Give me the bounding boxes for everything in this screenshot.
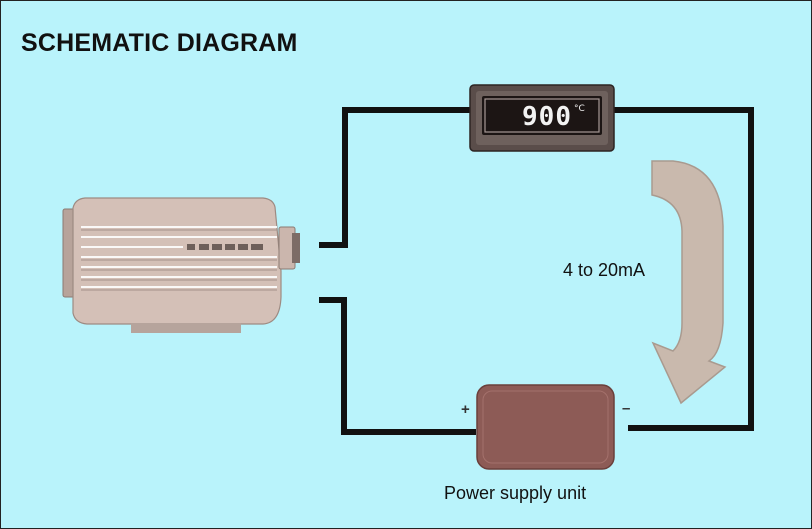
- display-unit: °C: [574, 104, 585, 114]
- temperature-sensor: [62, 197, 300, 333]
- psu-minus-terminal: –: [622, 400, 631, 417]
- wire-display-to-psu: [614, 107, 754, 431]
- wire-sensor-to-psu: [319, 297, 476, 435]
- current-flow-arrow: [651, 160, 727, 405]
- wiring: [319, 107, 754, 435]
- diagram-title: SCHEMATIC DIAGRAM: [21, 29, 298, 57]
- current-range-label: 4 to 20mA: [563, 260, 646, 280]
- sensor-ribs: [81, 226, 277, 288]
- wire-sensor-to-display: [319, 107, 470, 248]
- power-supply-unit: [476, 384, 615, 470]
- display-reading: 900: [522, 102, 572, 132]
- sensor-indicator-pads: [187, 244, 263, 250]
- psu-label: Power supply unit: [444, 483, 587, 503]
- psu-plus-terminal: +: [461, 401, 470, 418]
- temperature-display: 900 °C: [469, 84, 615, 152]
